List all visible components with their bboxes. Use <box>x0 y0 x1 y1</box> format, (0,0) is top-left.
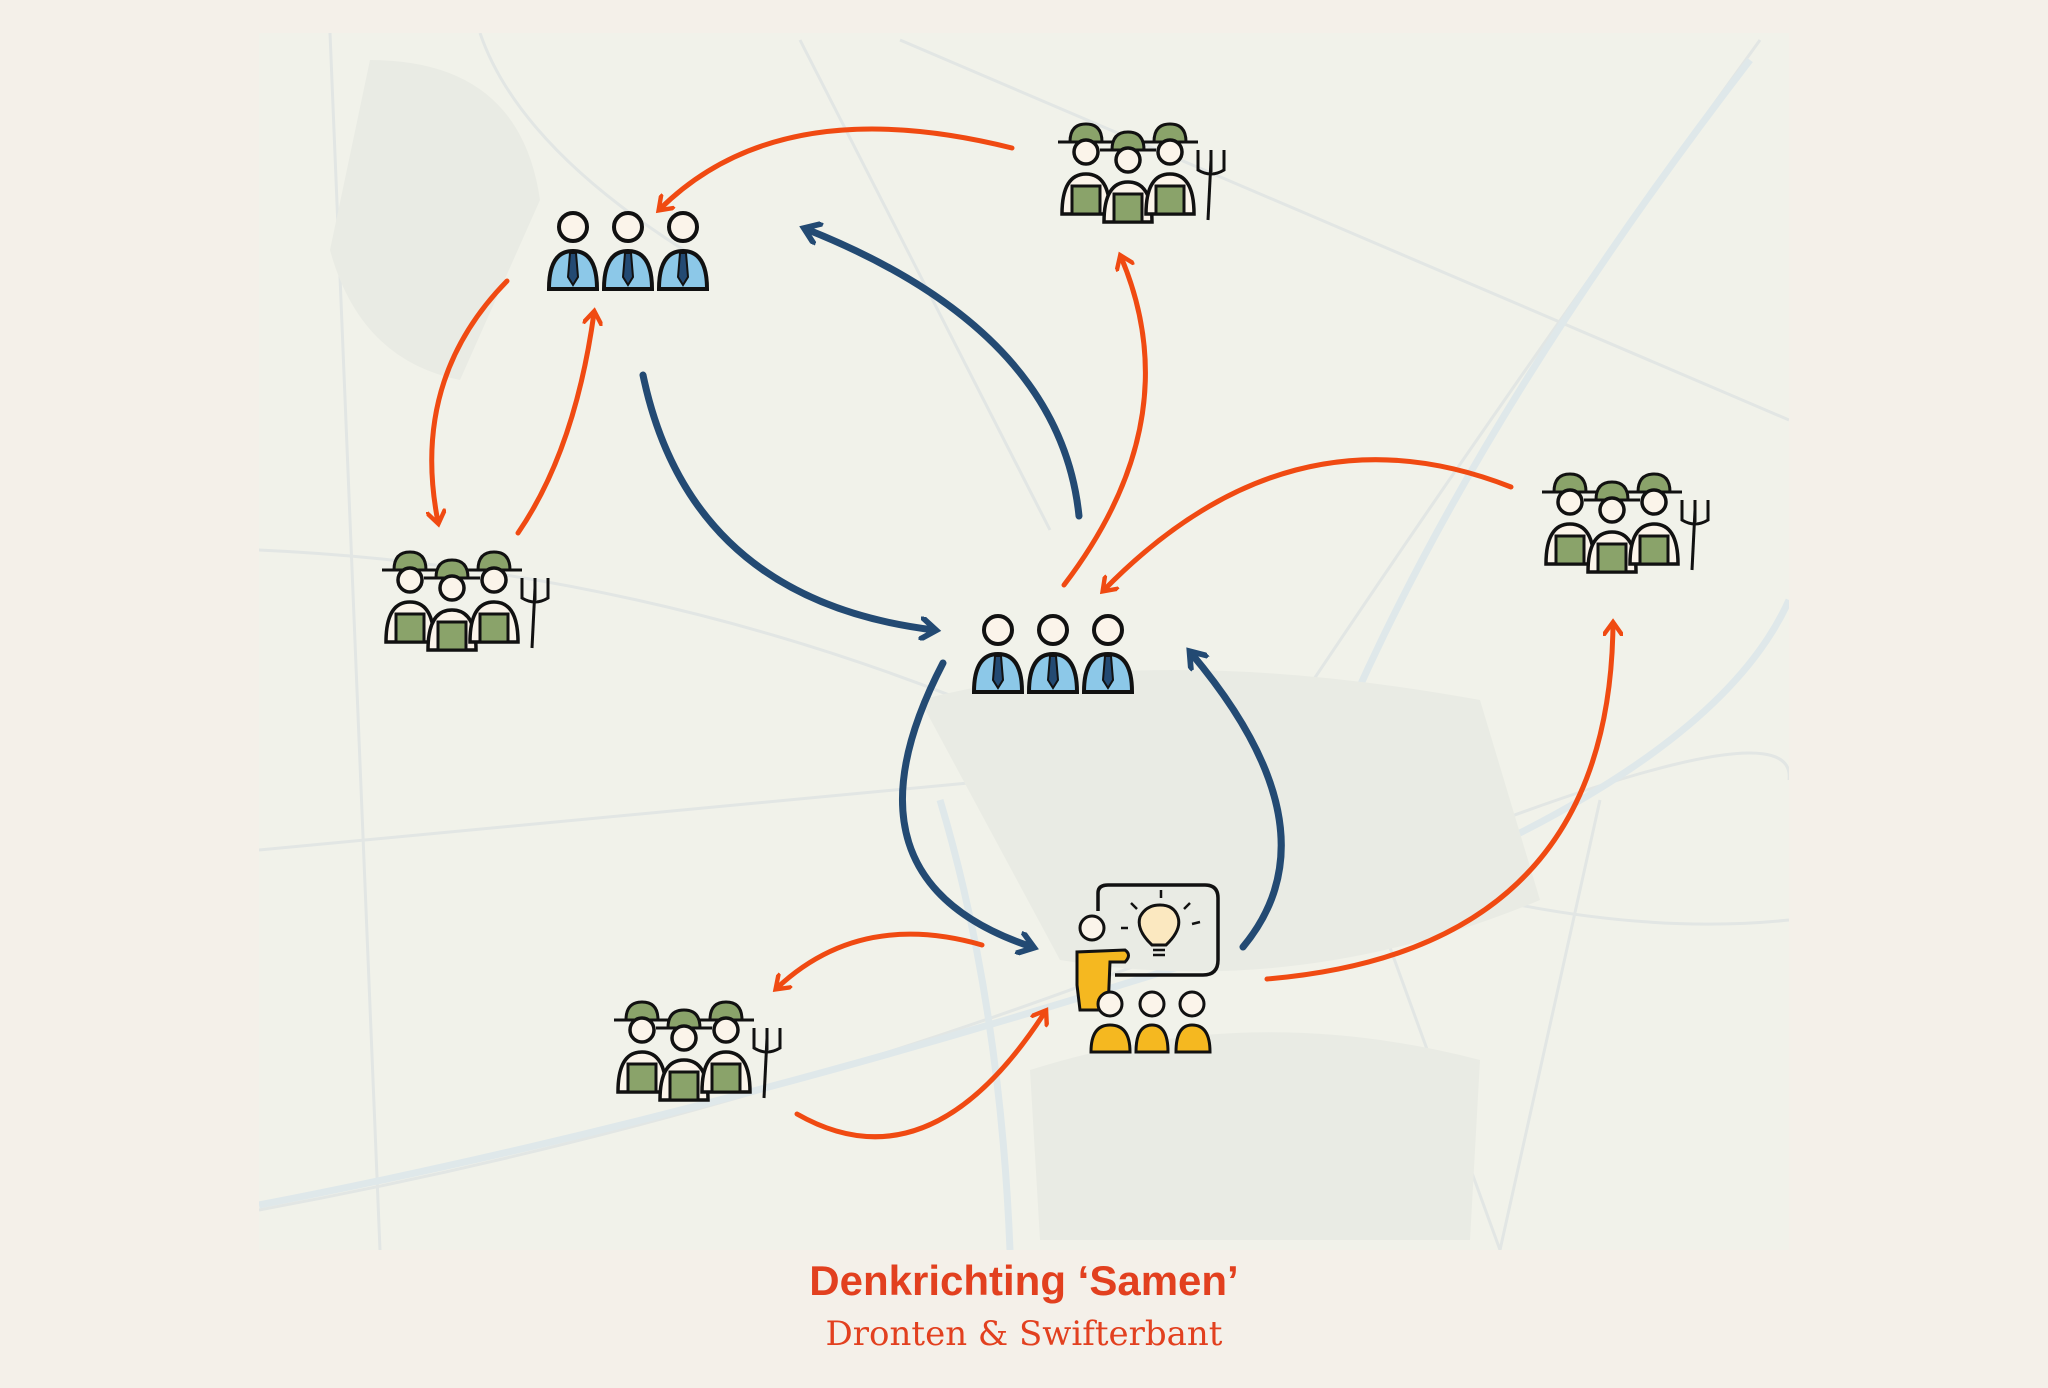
teacher-icon <box>1075 883 1220 1054</box>
caption-subtitle: Dronten & Swifterbant <box>825 1314 1223 1354</box>
officials-icon <box>549 213 707 289</box>
arrow-center-to-teacher <box>899 659 1032 947</box>
arrow-officials-north-to-farmers-west <box>432 278 510 522</box>
arrow-teacher-to-farmers-east <box>1264 624 1613 982</box>
arrow-farmers-west-to-officials-north <box>515 313 594 536</box>
arrow-farmers-south-to-teacher <box>794 1012 1045 1140</box>
arrow-teacher-to-center <box>1191 653 1285 951</box>
caption-title: Denkrichting ‘Samen’ <box>809 1257 1239 1304</box>
caption: Denkrichting ‘Samen’ Dronten & Swifterba… <box>0 1252 2048 1358</box>
arrow-center-to-officials-north <box>806 229 1083 520</box>
arrow-farmers-north-to-officials-north <box>660 126 1015 209</box>
lightbulb-icon <box>1137 903 1181 947</box>
arrow-officials-north-to-center <box>639 371 934 630</box>
arrow-teacher-to-farmers-south <box>777 931 985 988</box>
arrow-farmers-east-to-center <box>1104 457 1514 590</box>
map-diagram <box>259 33 1789 1250</box>
arrow-center-to-farmers-north <box>1061 257 1148 588</box>
officials-icon <box>974 616 1132 692</box>
